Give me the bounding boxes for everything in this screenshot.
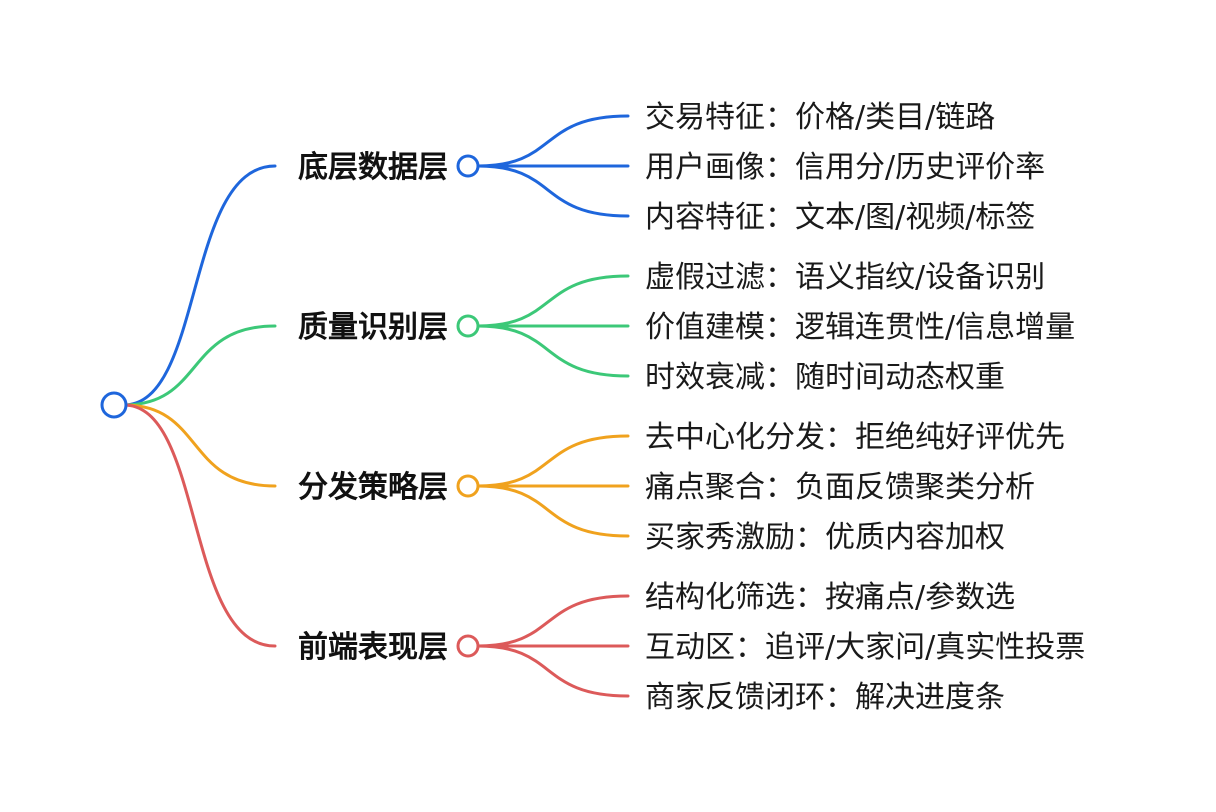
leaf-label-3-0: 结构化筛选：按痛点/参数选	[645, 580, 1015, 615]
connector-lines	[122, 114, 630, 698]
edge-root-to-branch-0	[122, 164, 277, 407]
root-node[interactable]	[100, 391, 128, 419]
nodes: 底层数据层 交易特征：价格/类目/链路用户画像：信用分/历史评价率内容特征：文本/…	[100, 100, 1085, 715]
edge-root-to-branch-1	[122, 324, 277, 407]
leaf-label-2-2: 买家秀激励：优质内容加权	[645, 520, 1005, 555]
branch-node-3[interactable]	[456, 634, 480, 658]
edge-branch-3-to-leaf-0	[476, 594, 630, 648]
leaf-label-2-1: 痛点聚合：负面反馈聚类分析	[645, 470, 1035, 505]
leaf-label-0-2: 内容特征：文本/图/视频/标签	[645, 200, 1035, 235]
edge-branch-0-to-leaf-0	[476, 114, 630, 168]
edge-branch-3-to-leaf-2	[476, 644, 630, 698]
leaf-label-0-0: 交易特征：价格/类目/链路	[645, 100, 995, 135]
branch-label-1: 质量识别层	[298, 310, 448, 345]
leaf-label-3-1: 互动区：追评/大家问/真实性投票	[645, 630, 1085, 665]
branch-node-2[interactable]	[456, 474, 480, 498]
leaf-label-1-0: 虚假过滤：语义指纹/设备识别	[645, 260, 1045, 295]
edge-root-to-branch-2	[122, 403, 277, 488]
branch-node-0[interactable]	[456, 154, 480, 178]
leaf-label-3-2: 商家反馈闭环：解决进度条	[645, 680, 1005, 715]
edge-branch-2-to-leaf-0	[476, 434, 630, 488]
leaf-label-1-2: 时效衰减：随时间动态权重	[645, 360, 1005, 395]
edge-branch-1-to-leaf-2	[476, 324, 630, 378]
branch-label-0: 底层数据层	[298, 150, 448, 185]
leaf-label-2-0: 去中心化分发：拒绝纯好评优先	[645, 420, 1065, 455]
edge-root-to-branch-3	[122, 403, 277, 648]
leaf-label-0-1: 用户画像：信用分/历史评价率	[645, 150, 1045, 185]
edge-branch-2-to-leaf-2	[476, 484, 630, 538]
leaf-label-1-1: 价值建模：逻辑连贯性/信息增量	[645, 310, 1075, 345]
branch-label-3: 前端表现层	[298, 630, 448, 665]
branch-node-1[interactable]	[456, 314, 480, 338]
edge-branch-1-to-leaf-0	[476, 274, 630, 328]
edge-branch-0-to-leaf-2	[476, 164, 630, 218]
branch-label-2: 分发策略层	[298, 470, 448, 505]
